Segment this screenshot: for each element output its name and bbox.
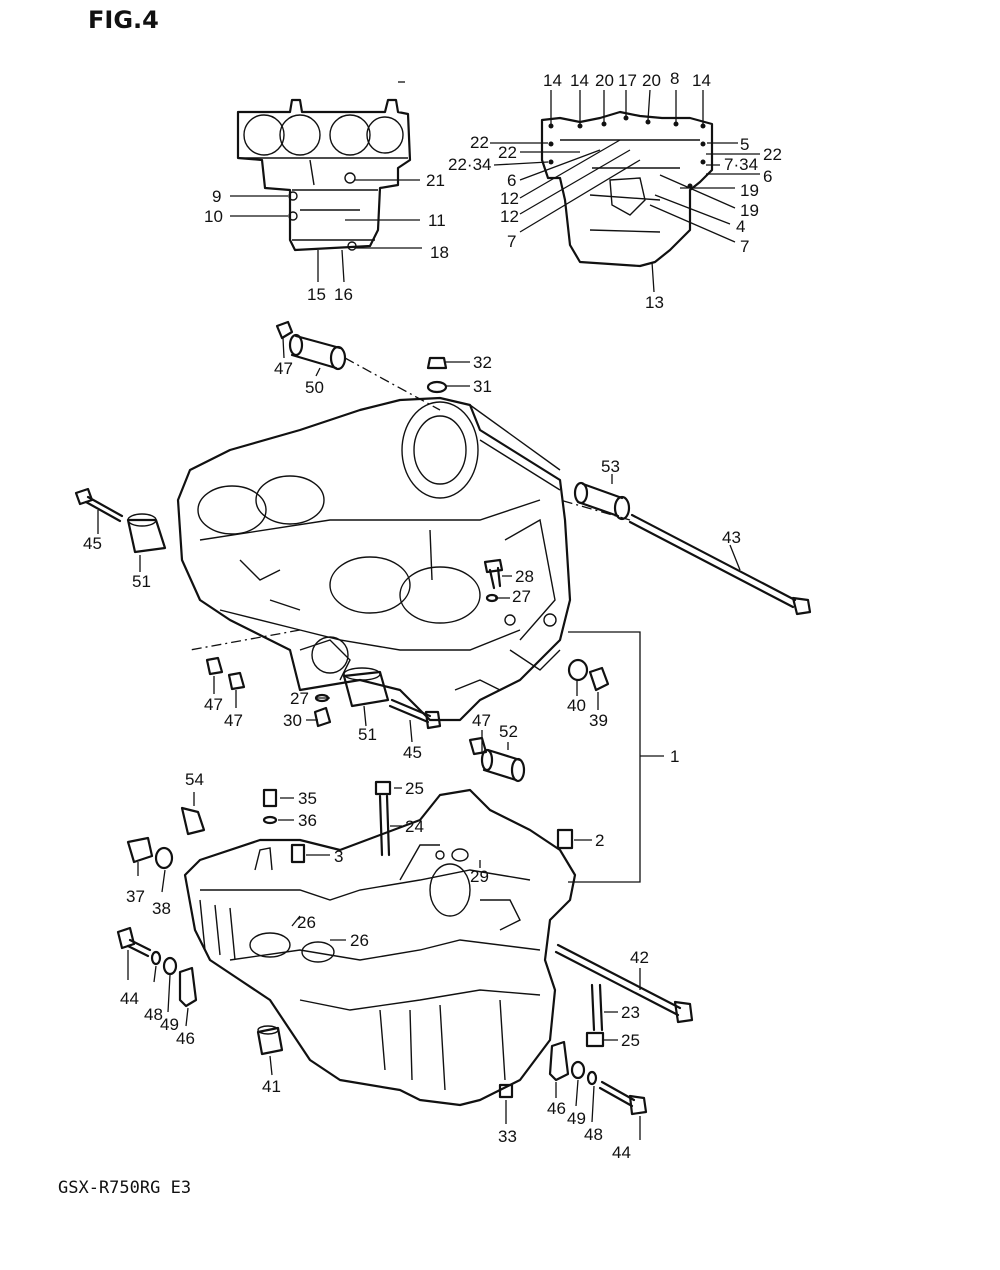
- lower-crankcase-detail-view: [490, 89, 760, 293]
- callout: 35: [298, 789, 317, 808]
- callout: 13: [645, 293, 664, 312]
- model-code: GSX-R750RG E3: [58, 1178, 191, 1198]
- callout: 45: [403, 743, 422, 762]
- callout: 16: [334, 285, 353, 304]
- callout: 50: [305, 378, 324, 397]
- callout: 27: [290, 689, 309, 708]
- callout: 38: [152, 899, 171, 918]
- callout: 12: [500, 189, 519, 208]
- callout: 19: [740, 181, 759, 200]
- callout: 48: [144, 1005, 163, 1024]
- callout: 51: [132, 572, 151, 591]
- callout: 25: [405, 779, 424, 798]
- callout: 5: [740, 135, 749, 154]
- callout: 40: [567, 696, 586, 715]
- callout: 14: [692, 71, 711, 90]
- callout: 20: [595, 71, 614, 90]
- callout: 1: [670, 747, 679, 766]
- callout: 3: [334, 847, 343, 866]
- callout: 25: [621, 1031, 640, 1050]
- callout: 10: [204, 207, 223, 226]
- callout: 44: [120, 989, 139, 1008]
- callout: 27: [512, 587, 531, 606]
- callout: 19: [740, 201, 759, 220]
- callout: 9: [212, 187, 221, 206]
- callout: 44: [612, 1143, 631, 1162]
- callout: 22: [470, 133, 489, 152]
- callout: 7: [507, 232, 516, 251]
- callout: 24: [405, 817, 424, 836]
- callout: 46: [176, 1029, 195, 1048]
- callout: 47: [472, 711, 491, 730]
- callout: 49: [567, 1109, 586, 1128]
- callout: 14: [570, 71, 589, 90]
- upper-crankcase: [176, 396, 572, 722]
- callout: 32: [473, 353, 492, 372]
- callout: 7·34: [724, 155, 758, 174]
- callout: 47: [274, 359, 293, 378]
- callout: 6: [763, 167, 772, 186]
- callout: 22: [498, 143, 517, 162]
- lower-crankcase: [183, 788, 577, 1107]
- callout: 6: [507, 171, 516, 190]
- callout: 4: [736, 217, 745, 236]
- callout: 22·34: [448, 155, 491, 174]
- callout: 45: [83, 534, 102, 553]
- callout: 17: [618, 71, 637, 90]
- callout: 46: [547, 1099, 566, 1118]
- callout-labels: 14 14 20 17 20 8 14 22 22 22·34 6 12 12 …: [83, 69, 782, 1162]
- callout: 47: [204, 695, 223, 714]
- callout: 43: [722, 528, 741, 547]
- callout: 26: [350, 931, 369, 950]
- callout: 29: [470, 867, 489, 886]
- callout: 12: [500, 207, 519, 226]
- callout: 54: [185, 770, 204, 789]
- callout: 36: [298, 811, 317, 830]
- callout: 47: [224, 711, 243, 730]
- callout: 23: [621, 1003, 640, 1022]
- callout: 2: [595, 831, 604, 850]
- callout: 26: [297, 913, 316, 932]
- callout: 30: [283, 711, 302, 730]
- callout: 11: [428, 211, 446, 230]
- callout: 31: [473, 377, 492, 396]
- callout: 15: [307, 285, 326, 304]
- callout: 8: [670, 69, 679, 88]
- callout: 28: [515, 567, 534, 586]
- callout: 51: [358, 725, 377, 744]
- small-parts: [74, 320, 812, 1116]
- callout: 41: [262, 1077, 281, 1096]
- callout: 37: [126, 887, 145, 906]
- upper-crankcase-detail-view: [230, 81, 422, 283]
- leader-lines: [97, 337, 741, 1140]
- callout: 33: [498, 1127, 517, 1146]
- callout: 42: [630, 948, 649, 967]
- figure-title: FIG.4: [88, 6, 159, 34]
- callout: 53: [601, 457, 620, 476]
- callout: 49: [160, 1015, 179, 1034]
- callout: 48: [584, 1125, 603, 1144]
- callout: 52: [499, 722, 518, 741]
- callout: 22: [763, 145, 782, 164]
- callout: 14: [543, 71, 562, 90]
- callout: 21: [426, 171, 445, 190]
- callout: 20: [642, 71, 661, 90]
- callout: 18: [430, 243, 449, 262]
- callout: 39: [589, 711, 608, 730]
- callout: 7: [740, 237, 749, 256]
